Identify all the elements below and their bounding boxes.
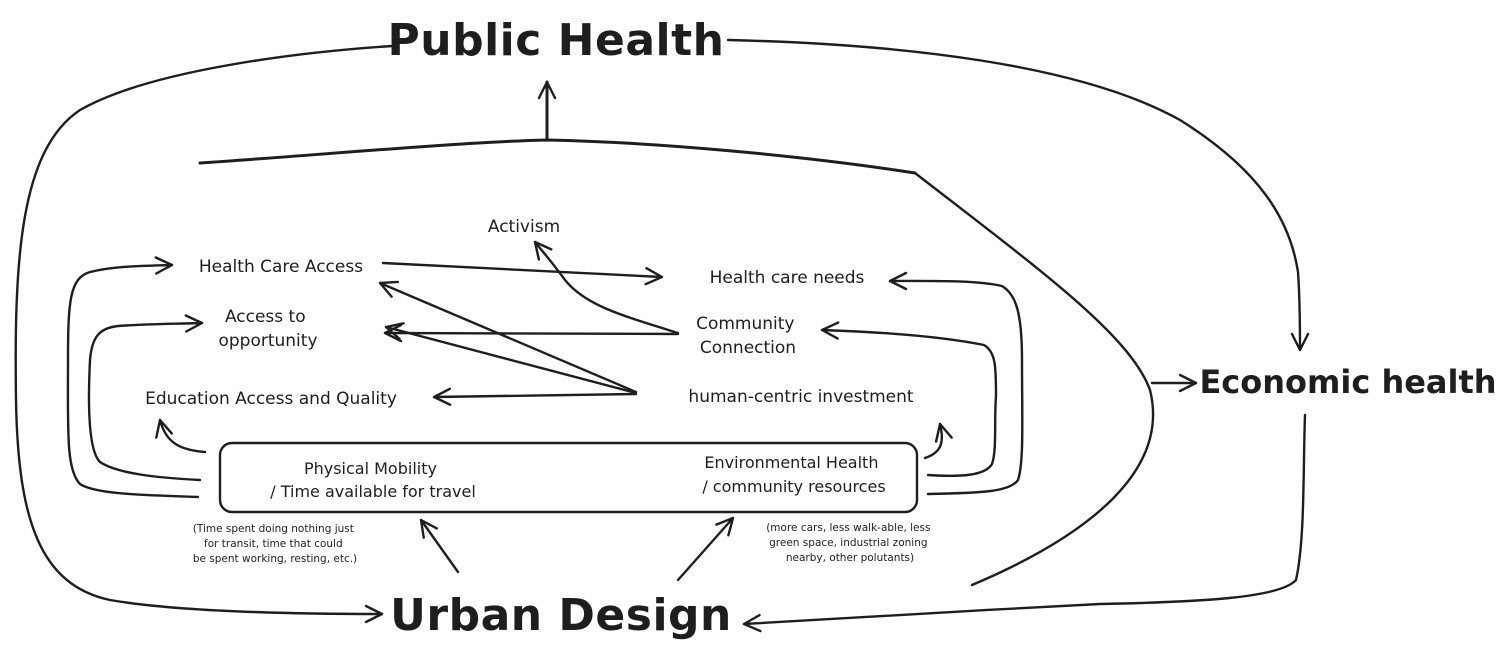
central-box (218, 441, 919, 514)
arrow-box-to-human-investment (923, 422, 953, 460)
arrow-public-health-to-urban-design (14, 44, 394, 624)
arrow-care-access-to-care-needs (381, 261, 664, 286)
access-opportunity-line-1: Access to (225, 307, 306, 327)
arrow-community-to-opportunity (383, 323, 680, 343)
arrow-investment-to-opportunity (384, 322, 638, 395)
physical-mobility-line-1: Physical Mobility (304, 459, 437, 478)
node-community-connection: Community Connection (696, 314, 800, 358)
node-education-access: Education Access and Quality (145, 389, 397, 409)
physical-mobility-line-2: / Time available for travel (270, 482, 476, 501)
loop-box-to-community-connection (820, 321, 998, 478)
note-mobility-line-1: (Time spent doing nothing just (193, 523, 354, 535)
node-activism: Activism (488, 217, 560, 237)
environmental-health-line-1: Environmental Health (704, 453, 878, 472)
loop-box-to-health-care-needs (888, 271, 1024, 496)
note-environment-line-3: nearby, other polutants) (786, 552, 914, 564)
community-connection-line-1: Community (696, 314, 794, 334)
note-mobility: (Time spent doing nothing just for trans… (193, 523, 357, 565)
note-environment: (more cars, less walk-able, less green s… (766, 522, 934, 564)
node-physical-mobility: Physical Mobility / Time available for t… (270, 459, 476, 501)
access-opportunity-line-2: opportunity (218, 331, 317, 351)
arrow-investment-to-care-access (378, 280, 638, 394)
note-environment-line-1: (more cars, less walk-able, less (766, 522, 930, 534)
arrow-community-to-activism (533, 240, 680, 335)
arrow-urban-design-to-mobility (419, 518, 460, 574)
node-access-to-opportunity: Access to opportunity (218, 307, 317, 351)
aggregator-curve-down (913, 171, 1155, 587)
node-public-health: Public Health (388, 15, 725, 66)
node-health-care-access: Health Care Access (199, 257, 363, 277)
arrow-economic-health-to-urban-design (742, 413, 1307, 633)
note-mobility-line-3: be spent working, resting, etc.) (193, 553, 357, 565)
note-mobility-line-2: for transit, time that could (204, 538, 343, 550)
loop-box-to-health-care-access (66, 256, 200, 499)
node-economic-health: Economic health (1199, 363, 1496, 401)
node-urban-design: Urban Design (390, 590, 732, 641)
note-environment-line-2: green space, industrial zoning (769, 537, 927, 549)
environmental-health-line-2: / community resources (702, 477, 885, 496)
arrow-investment-to-education (432, 387, 638, 406)
aggregator-line (198, 138, 917, 175)
arrow-public-health-to-economic-health (726, 38, 1310, 352)
arrow-box-to-education (155, 418, 207, 454)
community-connection-line-2: Connection (700, 338, 796, 358)
node-health-care-needs: Health care needs (710, 268, 865, 288)
node-environmental-health: Environmental Health / community resourc… (702, 453, 885, 496)
loop-box-to-access-opportunity (87, 314, 204, 482)
node-human-centric-investment: human-centric investment (688, 387, 913, 407)
arrow-urban-design-to-environment (676, 516, 735, 582)
